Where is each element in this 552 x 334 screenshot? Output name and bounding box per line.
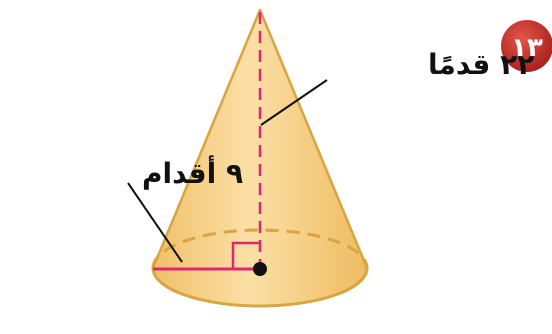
radius-label: ٩ أقدام (142, 155, 243, 190)
problem-badge: ١٣ (501, 20, 552, 72)
cone-base-back-dashed (151, 228, 369, 269)
height-leader-line (260, 79, 328, 126)
radius-leader-line (127, 182, 183, 263)
cone-base-front (151, 267, 369, 308)
problem-number: ١٣ (511, 33, 543, 63)
problem-badge-circle (501, 20, 552, 72)
center-point (253, 262, 267, 276)
right-angle-marker (231, 241, 260, 269)
height-label: ٢٢ قدمًا (428, 48, 534, 81)
